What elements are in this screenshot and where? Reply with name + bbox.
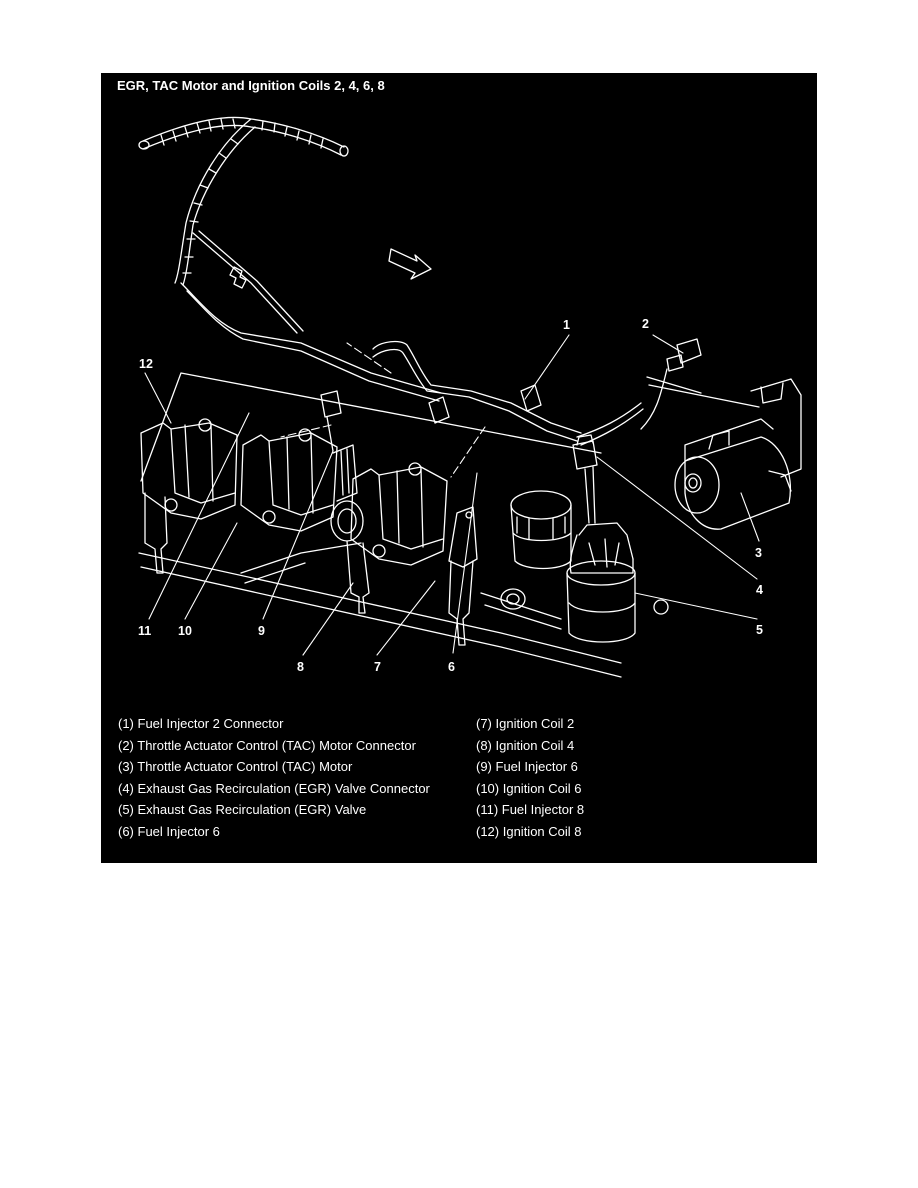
callout-9: 9 bbox=[258, 624, 265, 638]
callout-12: 12 bbox=[139, 357, 153, 371]
legend-right-column: (7) Ignition Coil 2 (8) Ignition Coil 4 … bbox=[476, 713, 584, 843]
callout-10: 10 bbox=[178, 624, 192, 638]
leader-lines bbox=[144, 334, 760, 656]
legend-item: (4) Exhaust Gas Recirculation (EGR) Valv… bbox=[118, 780, 430, 796]
legend-item: (10) Ignition Coil 6 bbox=[476, 780, 582, 796]
legend-item: (2) Throttle Actuator Control (TAC) Moto… bbox=[118, 737, 416, 753]
ignition-coil-2-drawing bbox=[448, 506, 478, 646]
callout-8: 8 bbox=[297, 660, 304, 674]
legend-item: (9) Fuel Injector 6 bbox=[476, 759, 578, 775]
legend-left-column: (1) Fuel Injector 2 Connector (2) Thrott… bbox=[118, 713, 430, 843]
callout-11: 11 bbox=[138, 624, 152, 638]
callout-5: 5 bbox=[756, 623, 763, 637]
egr-connector-drawing bbox=[572, 434, 598, 524]
legend-item: (7) Ignition Coil 2 bbox=[476, 716, 575, 731]
callout-2: 2 bbox=[642, 317, 649, 331]
ignition-coil-4-drawing bbox=[330, 462, 448, 614]
callout-6: 6 bbox=[448, 660, 455, 674]
legend-item: (6) Fuel Injector 6 bbox=[118, 823, 220, 839]
ignition-coil-6-drawing bbox=[240, 428, 358, 532]
engine-line-drawing bbox=[138, 116, 802, 678]
egr-valve-drawing bbox=[566, 522, 669, 643]
legend-item: (3) Throttle Actuator Control (TAC) Moto… bbox=[118, 759, 353, 775]
legend-item: (12) Ignition Coil 8 bbox=[476, 823, 582, 839]
oil-cap-drawing bbox=[510, 490, 572, 570]
ignition-coil-8-drawing bbox=[140, 418, 238, 574]
callout-1: 1 bbox=[563, 318, 570, 332]
figure-title: EGR, TAC Motor and Ignition Coils 2, 4, … bbox=[117, 78, 385, 93]
callout-4: 4 bbox=[756, 583, 763, 597]
tac-connector-drawing bbox=[640, 338, 760, 430]
direction-arrow-icon bbox=[388, 248, 432, 280]
diagram-panel: EGR, TAC Motor and Ignition Coils 2, 4, … bbox=[101, 73, 817, 863]
legend-item: (1) Fuel Injector 2 Connector bbox=[118, 716, 284, 731]
callout-3: 3 bbox=[755, 546, 762, 560]
callout-7: 7 bbox=[374, 660, 381, 674]
legend-item: (5) Exhaust Gas Recirculation (EGR) Valv… bbox=[118, 802, 367, 818]
legend-item: (11) Fuel Injector 8 bbox=[476, 802, 585, 818]
legend: (1) Fuel Injector 2 Connector (2) Thrott… bbox=[101, 713, 817, 863]
legend-item: (8) Ignition Coil 4 bbox=[476, 737, 575, 753]
tac-motor-drawing bbox=[674, 378, 802, 530]
wiring-harness bbox=[138, 116, 644, 446]
